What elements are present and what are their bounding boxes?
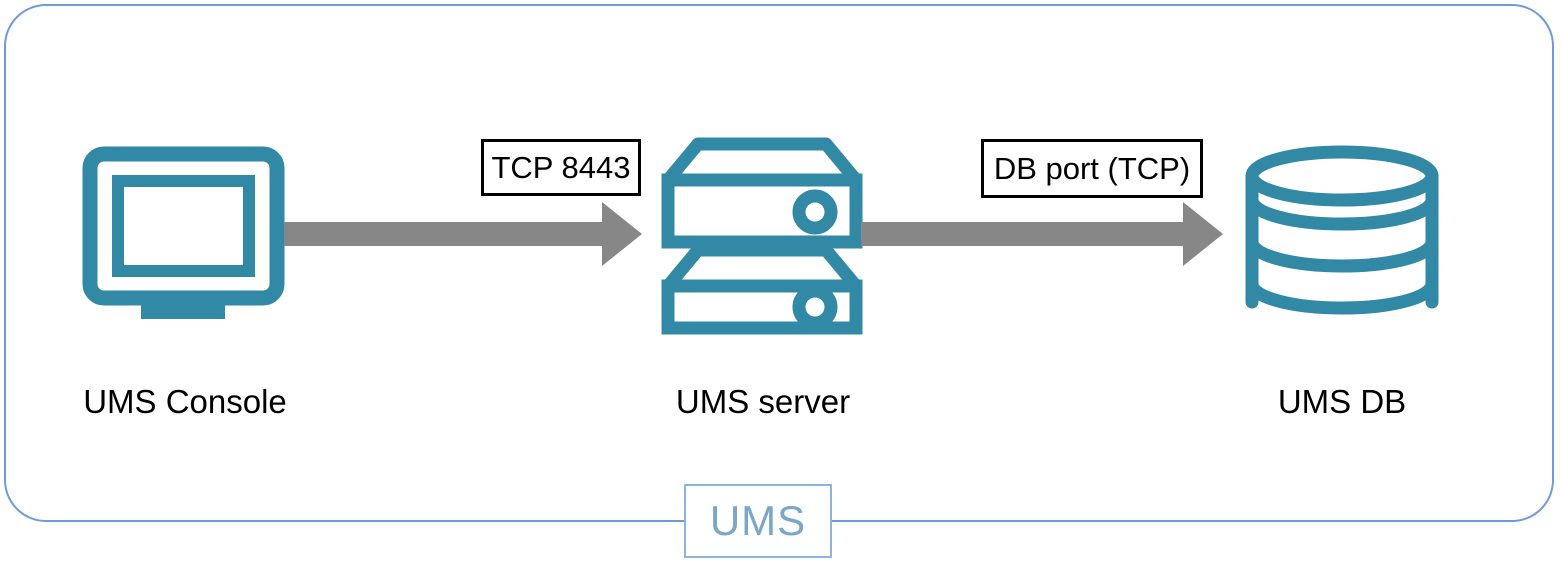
server-rack-icon bbox=[661, 137, 863, 335]
node-ums-console-label: UMS Console bbox=[83, 383, 287, 420]
arrow-server-to-db bbox=[861, 198, 1225, 270]
ums-badge: UMS bbox=[684, 484, 832, 558]
ums-badge-label: UMS bbox=[709, 497, 807, 544]
arrow-console-to-server bbox=[284, 198, 644, 270]
node-ums-db bbox=[1244, 145, 1440, 336]
database-cylinder-icon bbox=[1245, 145, 1439, 315]
node-ums-server bbox=[660, 136, 864, 335]
port-label-db-port: DB port (TCP) bbox=[981, 139, 1203, 198]
port-label-tcp-8443: TCP 8443 bbox=[481, 139, 641, 196]
node-ums-server-label: UMS server bbox=[675, 383, 851, 420]
port-label-db-port-text: DB port (TCP) bbox=[993, 150, 1191, 186]
port-label-tcp-8443-text: TCP 8443 bbox=[491, 149, 631, 185]
node-ums-db-label: UMS DB bbox=[1277, 383, 1407, 420]
node-ums-console bbox=[80, 145, 285, 325]
monitor-icon bbox=[82, 146, 285, 319]
